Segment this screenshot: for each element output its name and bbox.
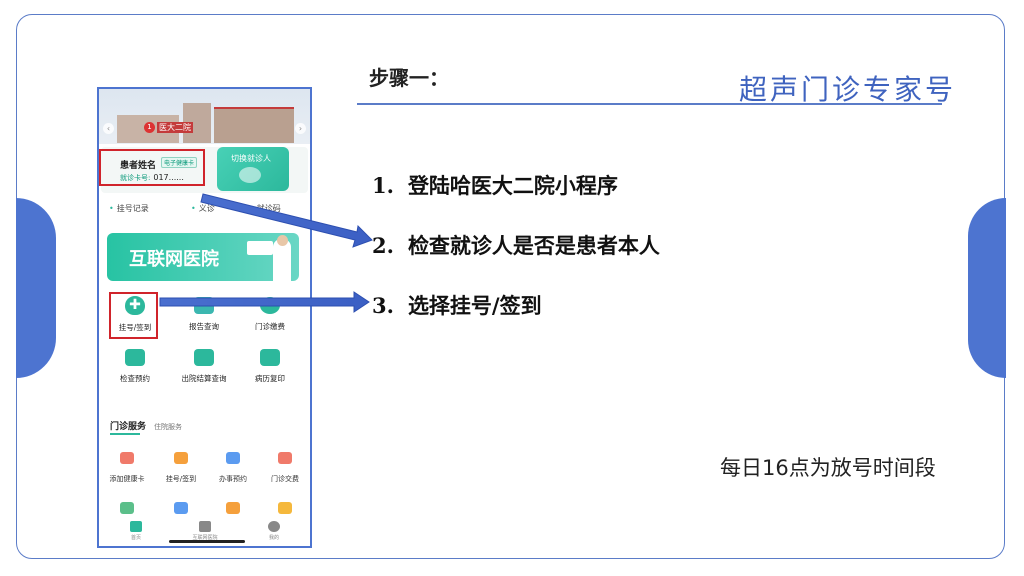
service-add-health-card[interactable]: 添加健康卡: [99, 452, 157, 484]
quick-link-label: 就诊码: [256, 204, 281, 213]
medical-cross-icon: ✚: [125, 296, 145, 315]
register-highlight-box: [109, 292, 158, 339]
service-label: 挂号/签到: [165, 475, 197, 483]
brand-title: 超声门诊专家号: [739, 73, 957, 106]
document-icon: [174, 502, 188, 514]
user-icon: [268, 521, 280, 532]
chevron-left-icon[interactable]: ‹: [103, 123, 114, 134]
bullet-icon: •: [191, 204, 196, 213]
service-register[interactable]: 挂号/签到: [151, 452, 211, 484]
chat-card-icon: [247, 241, 273, 255]
clipboard-icon: [226, 502, 240, 514]
patient-name-label: 患者姓名: [120, 161, 157, 171]
exam-icon: [125, 349, 145, 366]
hospital-logo-text: 医大二院: [157, 122, 193, 133]
switch-patient-text: 切换就诊人: [231, 154, 271, 163]
service-row2-item[interactable]: [99, 502, 157, 514]
title-underline: [357, 103, 942, 105]
quick-link-label: 义诊: [198, 204, 215, 213]
grid-label: 病历复印: [255, 374, 285, 383]
register-icon: [174, 452, 188, 464]
active-tab-underline: [110, 433, 140, 435]
service-row2-item[interactable]: [203, 502, 263, 514]
quick-link-registration-records[interactable]: •挂号记录: [109, 203, 149, 214]
grid-label: 出院结算查询: [181, 374, 227, 383]
tab-outpatient-service[interactable]: 门诊服务: [110, 422, 147, 432]
tab-home[interactable]: 首页: [116, 521, 156, 541]
tab-internet-hospital[interactable]: 互联网医院: [185, 521, 225, 541]
card-number-value: 017......: [153, 173, 184, 182]
step-item-3: 3. 选择挂号/签到: [372, 290, 542, 320]
hospital-banner: 1 医大二院 ‹ ›: [99, 89, 310, 144]
hospital-logo-icon: 1: [144, 122, 155, 133]
card-number-row: 就诊卡号:017......: [120, 173, 184, 183]
phone-screenshot: 1 医大二院 ‹ › 患者姓名 电子健康卡 就诊卡号:017...... 切换就…: [97, 87, 312, 548]
service-label: 门诊交费: [271, 475, 299, 483]
grid-label: 报告查询: [189, 322, 219, 331]
grid-item-record-copy[interactable]: 病历复印: [240, 349, 300, 384]
service-label: 添加健康卡: [109, 475, 145, 483]
release-time-note: 每日16点为放号时间段: [720, 456, 936, 480]
switch-patient-card[interactable]: 切换就诊人: [217, 147, 289, 191]
arrow-to-step-3: [159, 291, 370, 313]
service-tabs: 门诊服务住院服务: [110, 419, 182, 432]
arrow-to-step-2: [200, 193, 373, 248]
file-icon: [278, 502, 292, 514]
bottom-tab-bar: 首页 互联网医院 我的: [99, 519, 310, 546]
step-item-2: 2. 检查就诊人是否是患者本人: [372, 230, 660, 260]
grid-label: 检查预约: [120, 374, 150, 383]
health-card-badge: 电子健康卡: [161, 157, 198, 168]
health-card-icon: [120, 452, 134, 464]
step-number: 2.: [372, 233, 394, 258]
doctor-figure: [273, 239, 291, 281]
internet-hospital-banner[interactable]: 互联网医院: [107, 233, 299, 281]
grid-label: 挂号/签到: [118, 323, 152, 332]
step-item-1: 1. 登陆哈医大二院小程序: [372, 170, 618, 200]
tab-label: 我的: [268, 535, 279, 541]
tab-mine[interactable]: 我的: [254, 521, 294, 541]
bullet-icon: •: [109, 204, 114, 213]
patient-highlight-box: [99, 149, 205, 186]
hospital-icon: [199, 521, 211, 532]
quick-link-label: 挂号记录: [116, 204, 149, 213]
step-number: 3.: [372, 293, 394, 318]
tab-label: 互联网医院: [192, 535, 218, 541]
calendar-icon: [226, 452, 240, 464]
discharge-icon: [194, 349, 214, 366]
grid-item-register[interactable]: ✚ 挂号/签到: [105, 296, 165, 333]
service-label: 办事预约: [219, 475, 247, 483]
doctor-head: [277, 235, 288, 246]
record-icon: [260, 349, 280, 366]
quick-link-free-clinic[interactable]: •义诊: [191, 203, 215, 214]
tab-inpatient-service[interactable]: 住院服务: [154, 423, 183, 431]
right-side-tab: [968, 198, 1006, 378]
wallet-icon: [278, 452, 292, 464]
step-text: 检查就诊人是否是患者本人: [407, 234, 660, 258]
service-appointment[interactable]: 办事预约: [203, 452, 263, 484]
step-title: 步骤一：: [369, 66, 449, 90]
tab-label: 首页: [130, 535, 141, 541]
service-row2-item[interactable]: [255, 502, 310, 514]
grid-item-exam-booking[interactable]: 检查预约: [105, 349, 165, 384]
chevron-right-icon[interactable]: ›: [295, 123, 306, 134]
home-icon: [130, 521, 142, 532]
step-number: 1.: [372, 173, 394, 198]
chat-bubble-icon: [239, 167, 261, 183]
internet-hospital-title: 互联网医院: [129, 249, 219, 270]
service-row2-item[interactable]: [151, 502, 211, 514]
grid-item-discharge-query[interactable]: 出院结算查询: [174, 349, 234, 384]
home-indicator: [169, 540, 245, 543]
people-icon: [120, 502, 134, 514]
building-image: [214, 109, 294, 143]
step-text: 选择挂号/签到: [407, 294, 542, 318]
left-side-tab: [16, 198, 56, 378]
card-number-label: 就诊卡号:: [120, 174, 151, 182]
service-payment[interactable]: 门诊交费: [255, 452, 310, 484]
grid-label: 门诊缴费: [255, 322, 285, 331]
step-text: 登陆哈医大二院小程序: [407, 174, 618, 198]
